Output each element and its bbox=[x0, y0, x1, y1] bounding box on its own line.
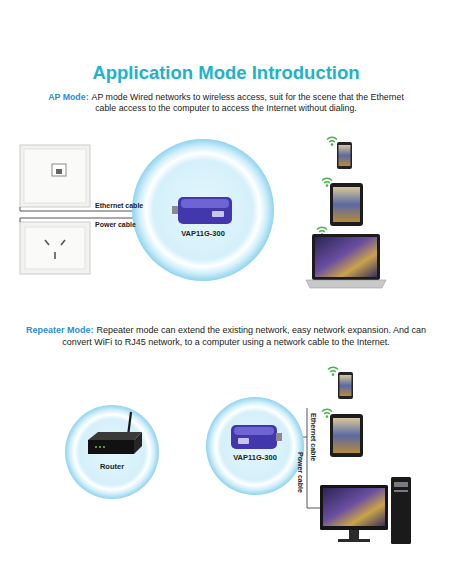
socket-slot bbox=[61, 240, 65, 245]
page-title: Application Mode Introduction bbox=[0, 62, 452, 84]
wifi-icon bbox=[327, 137, 337, 146]
desktop-computer bbox=[320, 477, 411, 544]
device-label: VAP11G-300 bbox=[205, 453, 305, 462]
tablet-body bbox=[330, 183, 363, 226]
phone-body bbox=[337, 142, 352, 169]
signal-glow bbox=[206, 397, 304, 495]
tablet-icon bbox=[330, 183, 363, 226]
mode-name: AP Mode: bbox=[48, 92, 88, 102]
signal-glow bbox=[132, 139, 274, 281]
mode-description: AP Mode: AP mode Wired networks to wirele… bbox=[40, 92, 412, 115]
laptop-base bbox=[306, 280, 386, 288]
tablet-screen bbox=[333, 418, 360, 453]
tablet-screen bbox=[333, 187, 360, 222]
socket-slot bbox=[54, 252, 56, 259]
socket-slot bbox=[45, 240, 49, 245]
signal-glow bbox=[65, 405, 159, 499]
circle-outline bbox=[64, 404, 160, 500]
ethernet-wall-plate bbox=[20, 145, 90, 207]
monitor-bezel bbox=[320, 485, 388, 530]
monitor-stand bbox=[349, 530, 359, 539]
socket-frame bbox=[20, 222, 90, 274]
rj45-socket bbox=[52, 164, 66, 176]
laptop-icon bbox=[306, 234, 386, 288]
phone-screen bbox=[339, 145, 351, 166]
device-label: VAP11G-300 bbox=[131, 229, 275, 238]
monitor-base bbox=[338, 539, 370, 542]
laptop-lid bbox=[312, 234, 380, 280]
cable-label: Ethernet cable bbox=[309, 413, 317, 461]
power-socket bbox=[20, 222, 90, 274]
device-circle: VAP11G-300 bbox=[205, 396, 305, 496]
circle-outline bbox=[205, 396, 305, 496]
mode-description: Repeater Mode:Repeater mode can extend t… bbox=[14, 325, 438, 348]
device-label: Router bbox=[64, 462, 160, 471]
device-circle: VAP11G-300 bbox=[131, 138, 275, 282]
plate-face bbox=[24, 149, 86, 203]
phone-icon bbox=[337, 142, 352, 169]
wifi-icon bbox=[328, 367, 338, 376]
device-circle: Router bbox=[64, 404, 160, 500]
circle-outline bbox=[131, 138, 275, 282]
cable-label: Power cable bbox=[296, 452, 304, 493]
cable-label: Ethernet cable bbox=[95, 202, 143, 210]
mode-name: Repeater Mode: bbox=[26, 325, 94, 335]
cable-label: Power cable bbox=[95, 221, 136, 229]
rj45-socket-hole bbox=[56, 169, 62, 174]
mode-text: AP mode Wired networks to wireless acces… bbox=[92, 92, 404, 113]
tablet-body bbox=[330, 414, 363, 457]
phone-screen bbox=[340, 375, 352, 396]
phone-body bbox=[338, 372, 353, 399]
laptop-screen bbox=[315, 237, 377, 277]
monitor-screen bbox=[323, 488, 385, 526]
pc-drive-bay bbox=[394, 490, 408, 492]
mode-text: Repeater mode can extend the existing ne… bbox=[62, 325, 426, 347]
tablet-icon bbox=[330, 414, 363, 457]
pc-tower bbox=[391, 477, 411, 544]
pc-drive-bay bbox=[394, 482, 408, 487]
plate-frame bbox=[20, 145, 90, 207]
socket-face bbox=[25, 227, 85, 269]
phone-icon bbox=[338, 372, 353, 399]
